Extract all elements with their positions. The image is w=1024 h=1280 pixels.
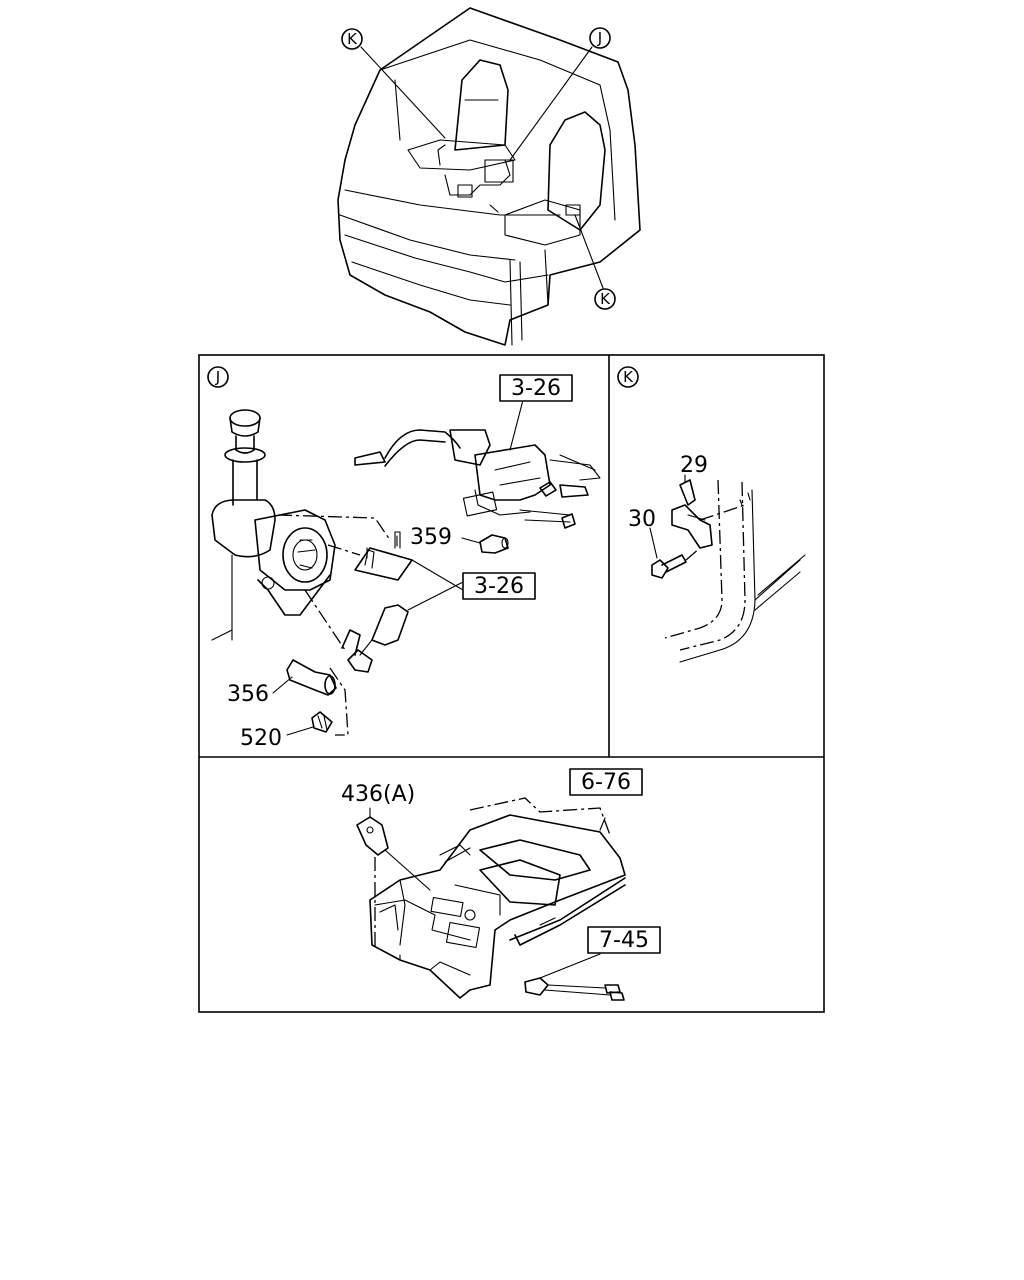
cab-overview — [337, 7, 641, 346]
detail-j-callout: J — [207, 366, 229, 388]
part-label-436a: 436(A) — [341, 782, 415, 807]
callout-k-top: K — [341, 28, 363, 50]
ref-3-26-top-text: 3-26 — [511, 376, 561, 401]
callout-j-top: J — [589, 27, 611, 49]
detail-frames — [198, 354, 825, 1013]
ref-7-45-text: 7-45 — [599, 928, 649, 953]
detail-j-shift-lever — [211, 399, 601, 736]
console-assembly — [356, 797, 626, 1001]
detail-j-callout-text: J — [215, 368, 220, 386]
part-label-520: 520 — [240, 726, 282, 751]
detail-k-bracket — [649, 474, 806, 663]
ref-box-6-76: 6-76 — [569, 768, 643, 796]
part-label-356: 356 — [227, 682, 269, 707]
ref-3-26-mid-text: 3-26 — [474, 574, 524, 599]
detail-k-callout: K — [617, 366, 639, 388]
ref-box-3-26-mid: 3-26 — [462, 572, 536, 600]
callout-k-top-text: K — [347, 30, 358, 48]
part-label-30: 30 — [628, 507, 656, 532]
ref-box-7-45: 7-45 — [587, 926, 661, 954]
ref-6-76-text: 6-76 — [581, 770, 631, 795]
part-label-29: 29 — [680, 453, 708, 478]
detail-k-callout-text: K — [623, 368, 634, 386]
callout-k-bottom: K — [594, 288, 616, 310]
ref-box-3-26-top: 3-26 — [499, 374, 573, 402]
part-label-359: 359 — [410, 525, 452, 550]
callout-j-top-text: J — [597, 29, 602, 47]
callout-k-bottom-text: K — [600, 290, 611, 308]
